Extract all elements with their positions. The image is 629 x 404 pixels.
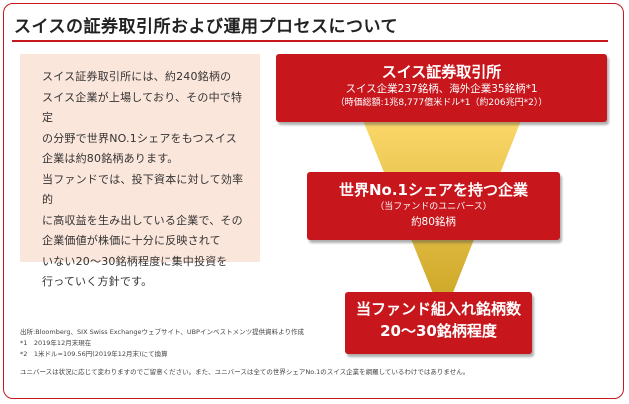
page-title: スイスの証券取引所および運用プロセスについて: [14, 17, 398, 37]
explanation-panel: スイス証券取引所には、約240銘柄の スイス企業が上場しており、その中で特定 の…: [20, 54, 260, 288]
exchange-market-cap: （時価総額:1兆8,777億米ドル*1（約206兆円*2））: [335, 98, 548, 108]
footnote-2: *2 1米ドル=109.56円(2019年12月末)にて換算: [20, 350, 168, 358]
exchange-heading: スイス証券取引所: [381, 63, 502, 81]
leaders-box: 世界No.1シェアを持つ企業 （当ファンドのユニバース） 約80銘柄: [307, 172, 560, 240]
leaders-universe-label: （当ファンドのユニバース）: [375, 202, 492, 212]
leaders-heading: 世界No.1シェアを持つ企業: [339, 181, 528, 199]
exchange-box: スイス証券取引所 スイス企業237銘柄、海外企業35銘柄*1 （時価総額:1兆8…: [276, 54, 607, 122]
portfolio-box: 当ファンド組入れ銘柄数 20～30銘柄程度: [345, 292, 532, 354]
title-divider: [12, 40, 608, 42]
leaders-count: 約80銘柄: [411, 216, 456, 228]
portfolio-heading: 当ファンド組入れ銘柄数: [355, 300, 521, 318]
universe-disclaimer: ユニバースは状況に応じて変わりますのでご留意ください。また、ユニバースは全ての世…: [20, 368, 470, 376]
exchange-listing-count: スイス企業237銘柄、海外企業35銘柄*1: [345, 83, 538, 95]
portfolio-range: 20～30銘柄程度: [380, 322, 497, 340]
footnote-1: *1 2019年12月末現在: [20, 339, 92, 347]
footnotes: 出所:Bloomberg、SIX Swiss Exchangeウェブサイト、UB…: [20, 327, 340, 360]
explanation-text: スイス証券取引所には、約240銘柄の スイス企業が上場しており、その中で特定 の…: [42, 70, 244, 288]
source-note: 出所:Bloomberg、SIX Swiss Exchangeウェブサイト、UB…: [20, 328, 304, 336]
